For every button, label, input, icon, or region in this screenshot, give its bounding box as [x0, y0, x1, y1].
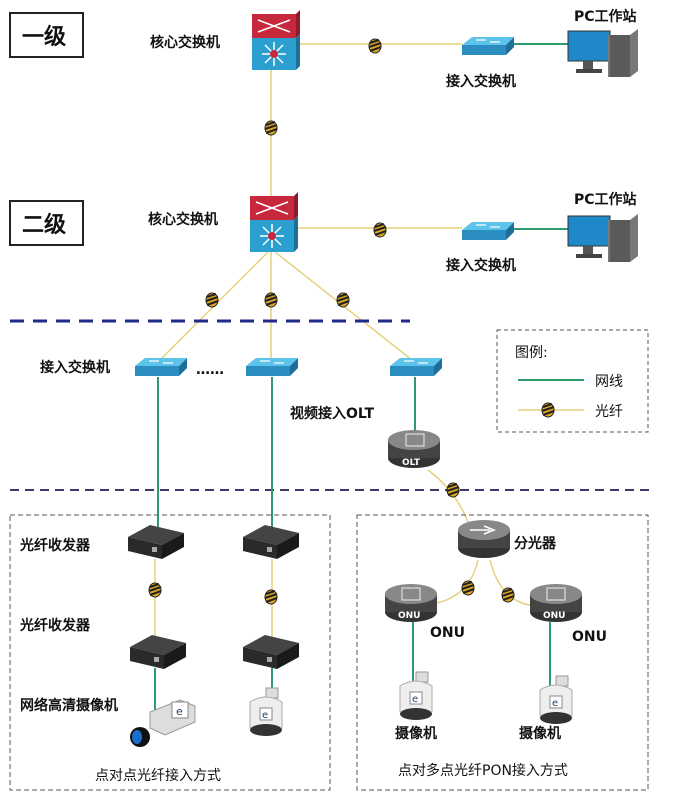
splitter-icon	[458, 520, 510, 558]
fiber-connector-icon	[336, 292, 350, 308]
transceiver-label: 光纤收发器	[19, 617, 91, 634]
onu-label: ONU	[430, 625, 465, 641]
p2p-section-box	[9, 514, 331, 791]
fiber-connector-icon	[373, 222, 387, 238]
fiber-connector-icon	[148, 582, 162, 598]
core-switch-icon	[249, 191, 299, 253]
camera-label: 摄像机	[519, 725, 561, 742]
core-switch-label: 核心交换机	[150, 34, 220, 51]
olt-label: 视频接入OLT	[290, 405, 375, 422]
fiber-connector-icon	[264, 589, 278, 605]
dome-camera-icon	[399, 671, 433, 721]
fiber-connector-icon	[446, 482, 460, 498]
access-switch-label: 接入交换机	[446, 73, 516, 90]
ellipsis: ……	[196, 362, 224, 378]
svg-text:OLT: OLT	[402, 458, 421, 468]
access-switch-icon	[461, 36, 515, 56]
fiber-connector-icon	[264, 292, 278, 308]
fiber-transceiver-icon	[128, 525, 184, 559]
level-2-label: 二级	[22, 212, 66, 238]
olt-icon: OLT	[388, 430, 440, 468]
splitter-label: 分光器	[514, 535, 557, 552]
svg-text:e: e	[176, 705, 183, 718]
pon-caption: 点对多点光纤PON接入方式	[398, 762, 568, 779]
fiber-connector-icon	[264, 120, 278, 136]
pc-workstation-icon	[567, 28, 639, 78]
onu-icon: ONU	[385, 584, 437, 622]
pon-section-box	[356, 514, 649, 791]
fiber-transceiver-icon	[243, 635, 299, 669]
fiber-connector-icon	[541, 402, 555, 418]
access-switch-icon	[134, 357, 188, 377]
fiber-transceiver-icon	[243, 525, 299, 559]
access-switch-label: 接入交换机	[40, 359, 110, 376]
core-switch-label: 核心交换机	[148, 211, 218, 228]
pc-label: PC工作站	[574, 191, 637, 208]
svg-text:ONU: ONU	[543, 611, 566, 621]
access-switch-icon	[245, 357, 299, 377]
access-switch-label: 接入交换机	[446, 257, 516, 274]
onu-icon: ONU	[530, 584, 582, 622]
legend: 图例: 网线 光纤	[496, 329, 649, 433]
dome-camera-icon	[539, 675, 573, 725]
level-1-label: 一级	[22, 24, 66, 50]
svg-text:ONU: ONU	[398, 611, 421, 621]
camera-label: 摄像机	[395, 725, 437, 742]
pc-workstation-icon	[567, 213, 639, 263]
dome-camera-icon	[249, 687, 283, 737]
legend-title: 图例:	[515, 345, 548, 361]
p2p-caption: 点对点光纤接入方式	[95, 767, 221, 784]
camera-label: 网络高清摄像机	[20, 697, 118, 714]
fiber-transceiver-icon	[130, 635, 186, 669]
fiber-connector-icon	[461, 580, 475, 596]
legend-network-cable-label: 网线	[595, 374, 623, 390]
fiber-connector-icon	[368, 38, 382, 54]
onu-label: ONU	[572, 629, 607, 645]
level-1-box: 一级	[9, 12, 84, 58]
legend-fiber-label: 光纤	[595, 404, 623, 420]
transceiver-label: 光纤收发器	[19, 537, 91, 554]
access-switch-icon	[461, 221, 515, 241]
pc-label: PC工作站	[574, 8, 637, 25]
fiber-connector-icon	[205, 292, 219, 308]
fiber-connector-icon	[501, 587, 515, 603]
access-switch-icon	[389, 357, 443, 377]
fiber-link	[427, 469, 469, 523]
fiber-link	[436, 559, 479, 604]
box-camera-icon: e	[130, 699, 196, 747]
level-2-box: 二级	[9, 200, 84, 246]
core-switch-icon	[251, 9, 301, 71]
